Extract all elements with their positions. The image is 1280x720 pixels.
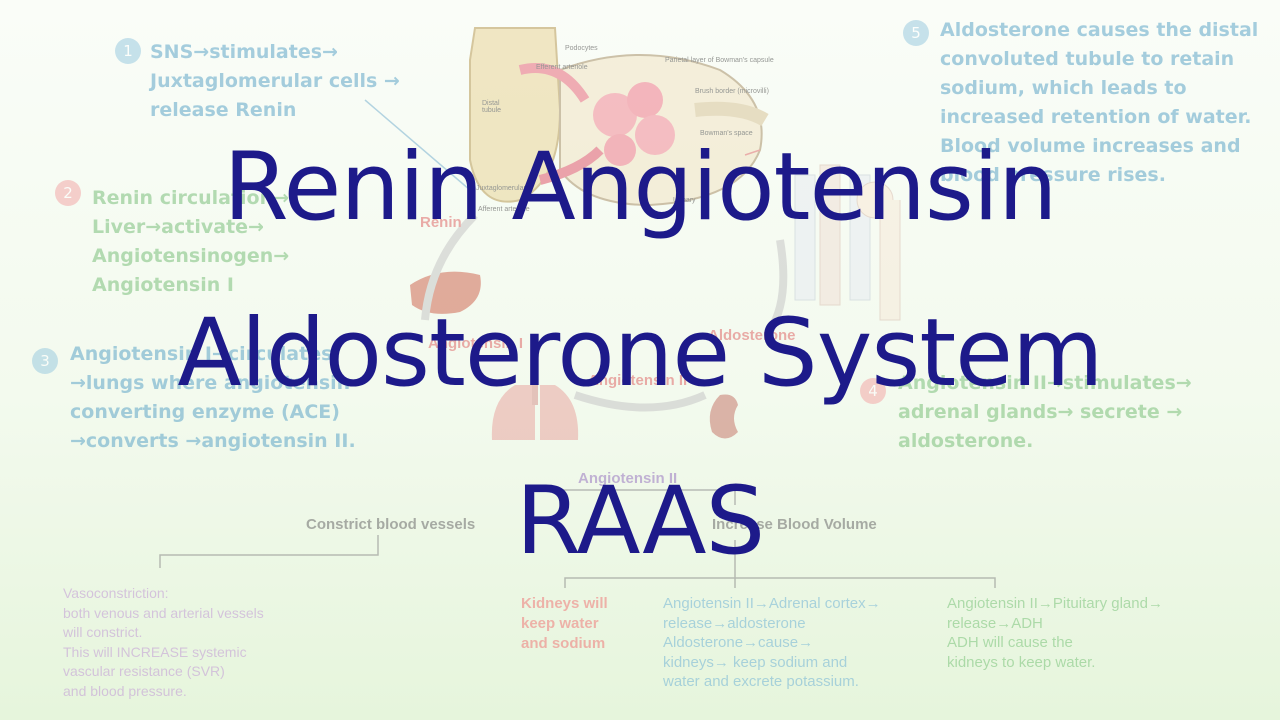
note-line: release→aldosterone xyxy=(663,614,806,632)
step-4-badge: 4 xyxy=(860,378,886,404)
cycle-arrow-bottom xyxy=(573,391,707,412)
renin-label: Renin xyxy=(420,214,462,231)
step-5-line: sodium, which leads to xyxy=(940,77,1187,99)
flow-top-label: Angiotensin II xyxy=(578,470,678,487)
kidney-icon xyxy=(709,394,738,439)
step-1-badge: 1 xyxy=(115,38,141,64)
step-3-line: →converts →angiotensin II. xyxy=(70,430,356,452)
step-3-line: Angiotensin I→circulates xyxy=(70,343,333,365)
note-line: Angiotensin II→Pituitary gland→ xyxy=(947,595,1163,612)
nephron-label: Urinary xyxy=(673,197,696,204)
title-line-2: Aldosterone System xyxy=(177,299,1103,408)
nephron-label: Parietal layer of Bowman's capsule xyxy=(665,57,774,64)
note-line: both venous and arterial vessels xyxy=(63,604,264,621)
step-2-text: Renin circulation→ Liver→activate→ Angio… xyxy=(92,184,289,300)
step-3-line: converting enzyme (ACE) xyxy=(70,401,340,423)
nephron-label: Distal tubule xyxy=(482,100,502,114)
title-line-1: Renin Angiotensin xyxy=(223,133,1057,242)
step-3-text: Angiotensin I→circulates →lungs where an… xyxy=(70,340,356,456)
step-5-text: Aldosterone causes the distal convoluted… xyxy=(940,16,1258,190)
nephron-label: Efferent arteriole xyxy=(536,64,588,71)
title-line-3: RAAS xyxy=(515,467,765,576)
nephron-label: Bowman's space xyxy=(700,130,753,137)
nephron-label: Brush border (microvilli) xyxy=(695,88,769,95)
step-1-line: Juxtaglomerular cells → xyxy=(150,70,400,92)
kidney-tubule-illustration-icon xyxy=(794,164,901,321)
note-line: Vasoconstriction: xyxy=(63,585,169,601)
note-line: kidneys→ keep sodium and xyxy=(663,653,848,671)
note-line: This will INCREASE systemic xyxy=(63,643,247,660)
flowchart-lines xyxy=(159,489,996,588)
step-5-line: Aldosterone causes the distal xyxy=(940,19,1259,41)
step-1-line: release Renin xyxy=(150,99,297,121)
note-line: and sodium xyxy=(521,635,606,652)
step-2-badge: 2 xyxy=(55,180,81,206)
pointer-arrow-1 xyxy=(364,99,471,191)
step-4-line: Angiotensin II→stimulates→ xyxy=(898,372,1192,394)
note-line: kidneys to keep water. xyxy=(947,653,1096,671)
pointer-arrow-5 xyxy=(744,149,761,156)
step-5-badge: 5 xyxy=(903,20,929,46)
step-2-line: Liver→activate→ xyxy=(92,216,264,238)
note-line: release→ADH xyxy=(947,614,1043,632)
step-5-line: Blood volume increases and xyxy=(940,135,1241,157)
note-line: keep water xyxy=(521,615,599,632)
nephron-illustration-icon xyxy=(469,27,769,207)
step-2-line: Angiotensin I xyxy=(92,274,234,296)
step-2-line: Angiotensinogen→ xyxy=(92,245,290,267)
angiotensin-i-label: Angiotensin I xyxy=(428,335,523,352)
step-1-text: SNS→stimulates→ Juxtaglomerular cells → … xyxy=(150,38,400,125)
kidneys-note: Kidneys will keep water and sodium xyxy=(521,594,608,654)
lungs-icon xyxy=(491,365,579,440)
note-line: and blood pressure. xyxy=(63,682,187,699)
nephron-label: Juxtaglomerular xyxy=(476,185,526,192)
pituitary-note: Angiotensin II→Pituitary gland→ release→… xyxy=(947,594,1163,672)
step-4-line: aldosterone. xyxy=(898,430,1034,452)
adrenal-note: Angiotensin II→Adrenal cortex→ release→a… xyxy=(663,594,881,692)
step-3-badge: 3 xyxy=(32,348,58,374)
note-line: will constrict. xyxy=(63,624,143,640)
note-line: Angiotensin II→Adrenal cortex→ xyxy=(663,595,881,612)
flow-left-label: Constrict blood vessels xyxy=(306,516,476,533)
step-4-text: Angiotensin II→stimulates→ adrenal gland… xyxy=(898,369,1192,456)
step-2-line: Renin circulation→ xyxy=(92,187,290,209)
step-5-line: blood pressure rises. xyxy=(940,164,1166,186)
step-3-line: →lungs where angiotensin xyxy=(70,372,351,394)
cycle-arrow-left xyxy=(421,212,478,321)
nephron-label: Afferent arteriole xyxy=(478,206,530,213)
angiotensin-ii-label: Angiotensin II xyxy=(588,372,688,389)
note-line: vascular resistance (SVR) xyxy=(63,663,225,679)
note-line: Aldosterone→cause→ xyxy=(663,634,814,651)
step-5-line: convoluted tubule to retain xyxy=(940,48,1235,70)
nephron-label: Podocytes xyxy=(565,45,598,52)
step-5-line: increased retention of water. xyxy=(940,106,1252,128)
note-line: ADH will cause the xyxy=(947,634,1073,651)
step-1-line: SNS→stimulates→ xyxy=(150,41,338,63)
flow-right-label: Increase Blood Volume xyxy=(712,516,877,533)
step-4-line: adrenal glands→ secrete → xyxy=(898,401,1183,423)
aldosterone-label: Aldosterone xyxy=(708,327,796,344)
note-line: Kidneys will xyxy=(521,595,608,612)
vasoconstriction-note: Vasoconstriction: both venous and arteri… xyxy=(63,584,264,701)
note-line: water and excrete potassium. xyxy=(663,673,859,690)
cycle-arrow-right xyxy=(766,239,788,333)
